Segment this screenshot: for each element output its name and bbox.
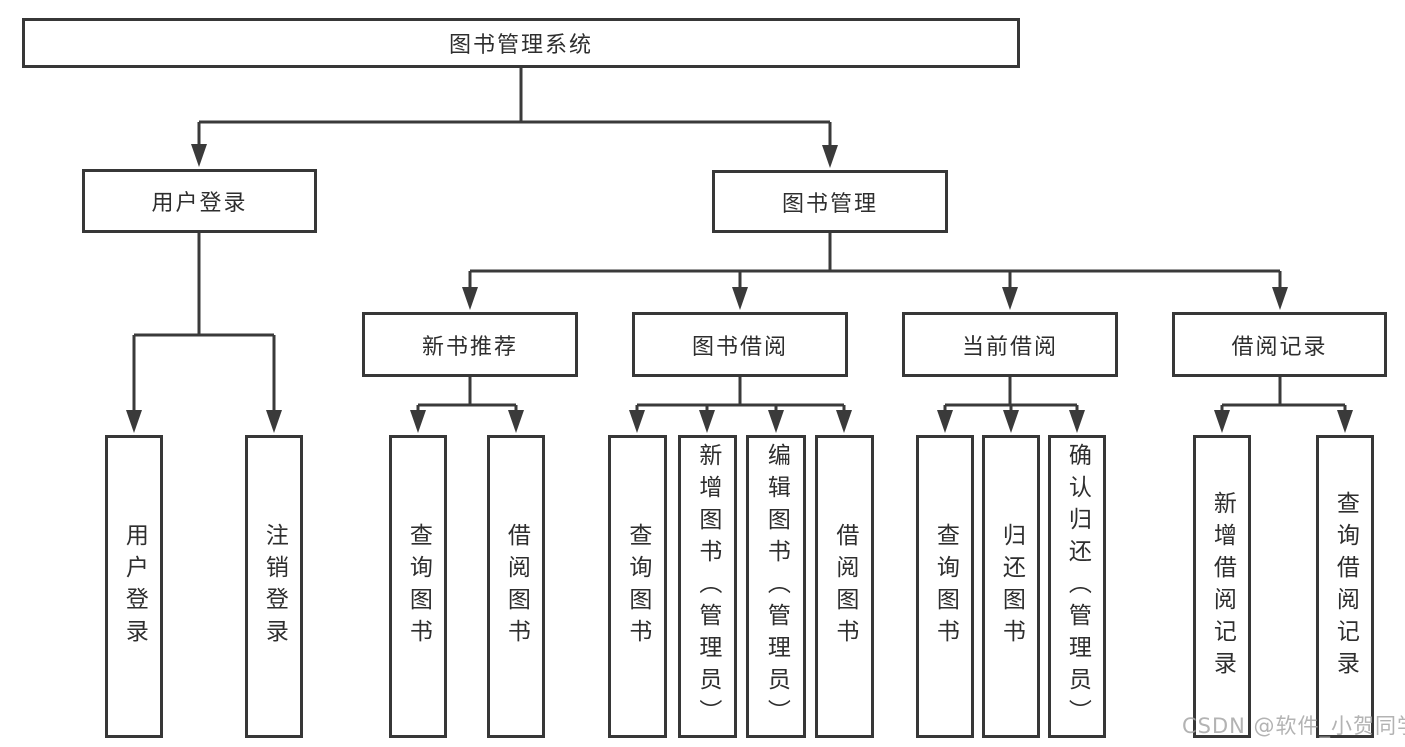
node-new-book-recommend-label: 新书推荐 bbox=[421, 334, 518, 360]
leaf-recommend-borrow-books: 借阅图书 bbox=[487, 435, 545, 738]
leaf-edit-books-admin: 编辑图书（管理员） bbox=[746, 435, 806, 738]
node-book-management-label: 图书管理 bbox=[781, 191, 878, 217]
leaf-user-login-label: 用户登录 bbox=[121, 522, 148, 651]
leaf-borrow-books-label: 借阅图书 bbox=[831, 522, 858, 651]
leaf-borrowing-query-books-label: 查询图书 bbox=[624, 522, 651, 651]
leaf-recommend-borrow-books-label: 借阅图书 bbox=[503, 522, 530, 651]
node-book-borrowing-label: 图书借阅 bbox=[691, 334, 788, 360]
node-borrowing-records: 借阅记录 bbox=[1172, 312, 1387, 377]
leaf-current-query-books-label: 查询图书 bbox=[932, 522, 959, 651]
leaf-recommend-query-books-label: 查询图书 bbox=[405, 522, 432, 651]
leaf-current-query-books: 查询图书 bbox=[916, 435, 974, 738]
node-root-label: 图书管理系统 bbox=[448, 33, 593, 58]
node-book-management: 图书管理 bbox=[712, 170, 948, 233]
leaf-logout-label: 注销登录 bbox=[261, 522, 288, 651]
node-user-login: 用户登录 bbox=[82, 169, 317, 233]
leaf-query-borrow-record: 查询借阅记录 bbox=[1316, 435, 1374, 738]
leaf-add-borrow-record: 新增借阅记录 bbox=[1193, 435, 1251, 738]
node-current-borrowing-label: 当前借阅 bbox=[961, 334, 1058, 360]
leaf-query-borrow-record-label: 查询借阅记录 bbox=[1332, 490, 1359, 683]
leaf-confirm-return-admin: 确认归还（管理员） bbox=[1048, 435, 1106, 738]
leaf-recommend-query-books: 查询图书 bbox=[389, 435, 447, 738]
leaf-logout: 注销登录 bbox=[245, 435, 303, 738]
node-current-borrowing: 当前借阅 bbox=[902, 312, 1118, 377]
leaf-edit-books-admin-label: 编辑图书（管理员） bbox=[763, 442, 790, 731]
leaf-add-books-admin-label: 新增图书（管理员） bbox=[694, 442, 721, 731]
leaf-borrowing-query-books: 查询图书 bbox=[608, 435, 667, 738]
leaf-add-borrow-record-label: 新增借阅记录 bbox=[1209, 490, 1236, 683]
node-borrowing-records-label: 借阅记录 bbox=[1231, 334, 1328, 360]
leaf-add-books-admin: 新增图书（管理员） bbox=[678, 435, 737, 738]
node-book-borrowing: 图书借阅 bbox=[632, 312, 848, 377]
csdn-watermark: CSDN @软件_小贺同学 bbox=[1182, 714, 1405, 738]
node-root: 图书管理系统 bbox=[22, 18, 1020, 68]
leaf-borrow-books: 借阅图书 bbox=[815, 435, 874, 738]
leaf-user-login: 用户登录 bbox=[105, 435, 163, 738]
leaf-return-books: 归还图书 bbox=[982, 435, 1040, 738]
node-new-book-recommend: 新书推荐 bbox=[362, 312, 578, 377]
leaf-confirm-return-admin-label: 确认归还（管理员） bbox=[1064, 442, 1091, 731]
leaf-return-books-label: 归还图书 bbox=[998, 522, 1025, 651]
node-user-login-label: 用户登录 bbox=[151, 191, 248, 216]
